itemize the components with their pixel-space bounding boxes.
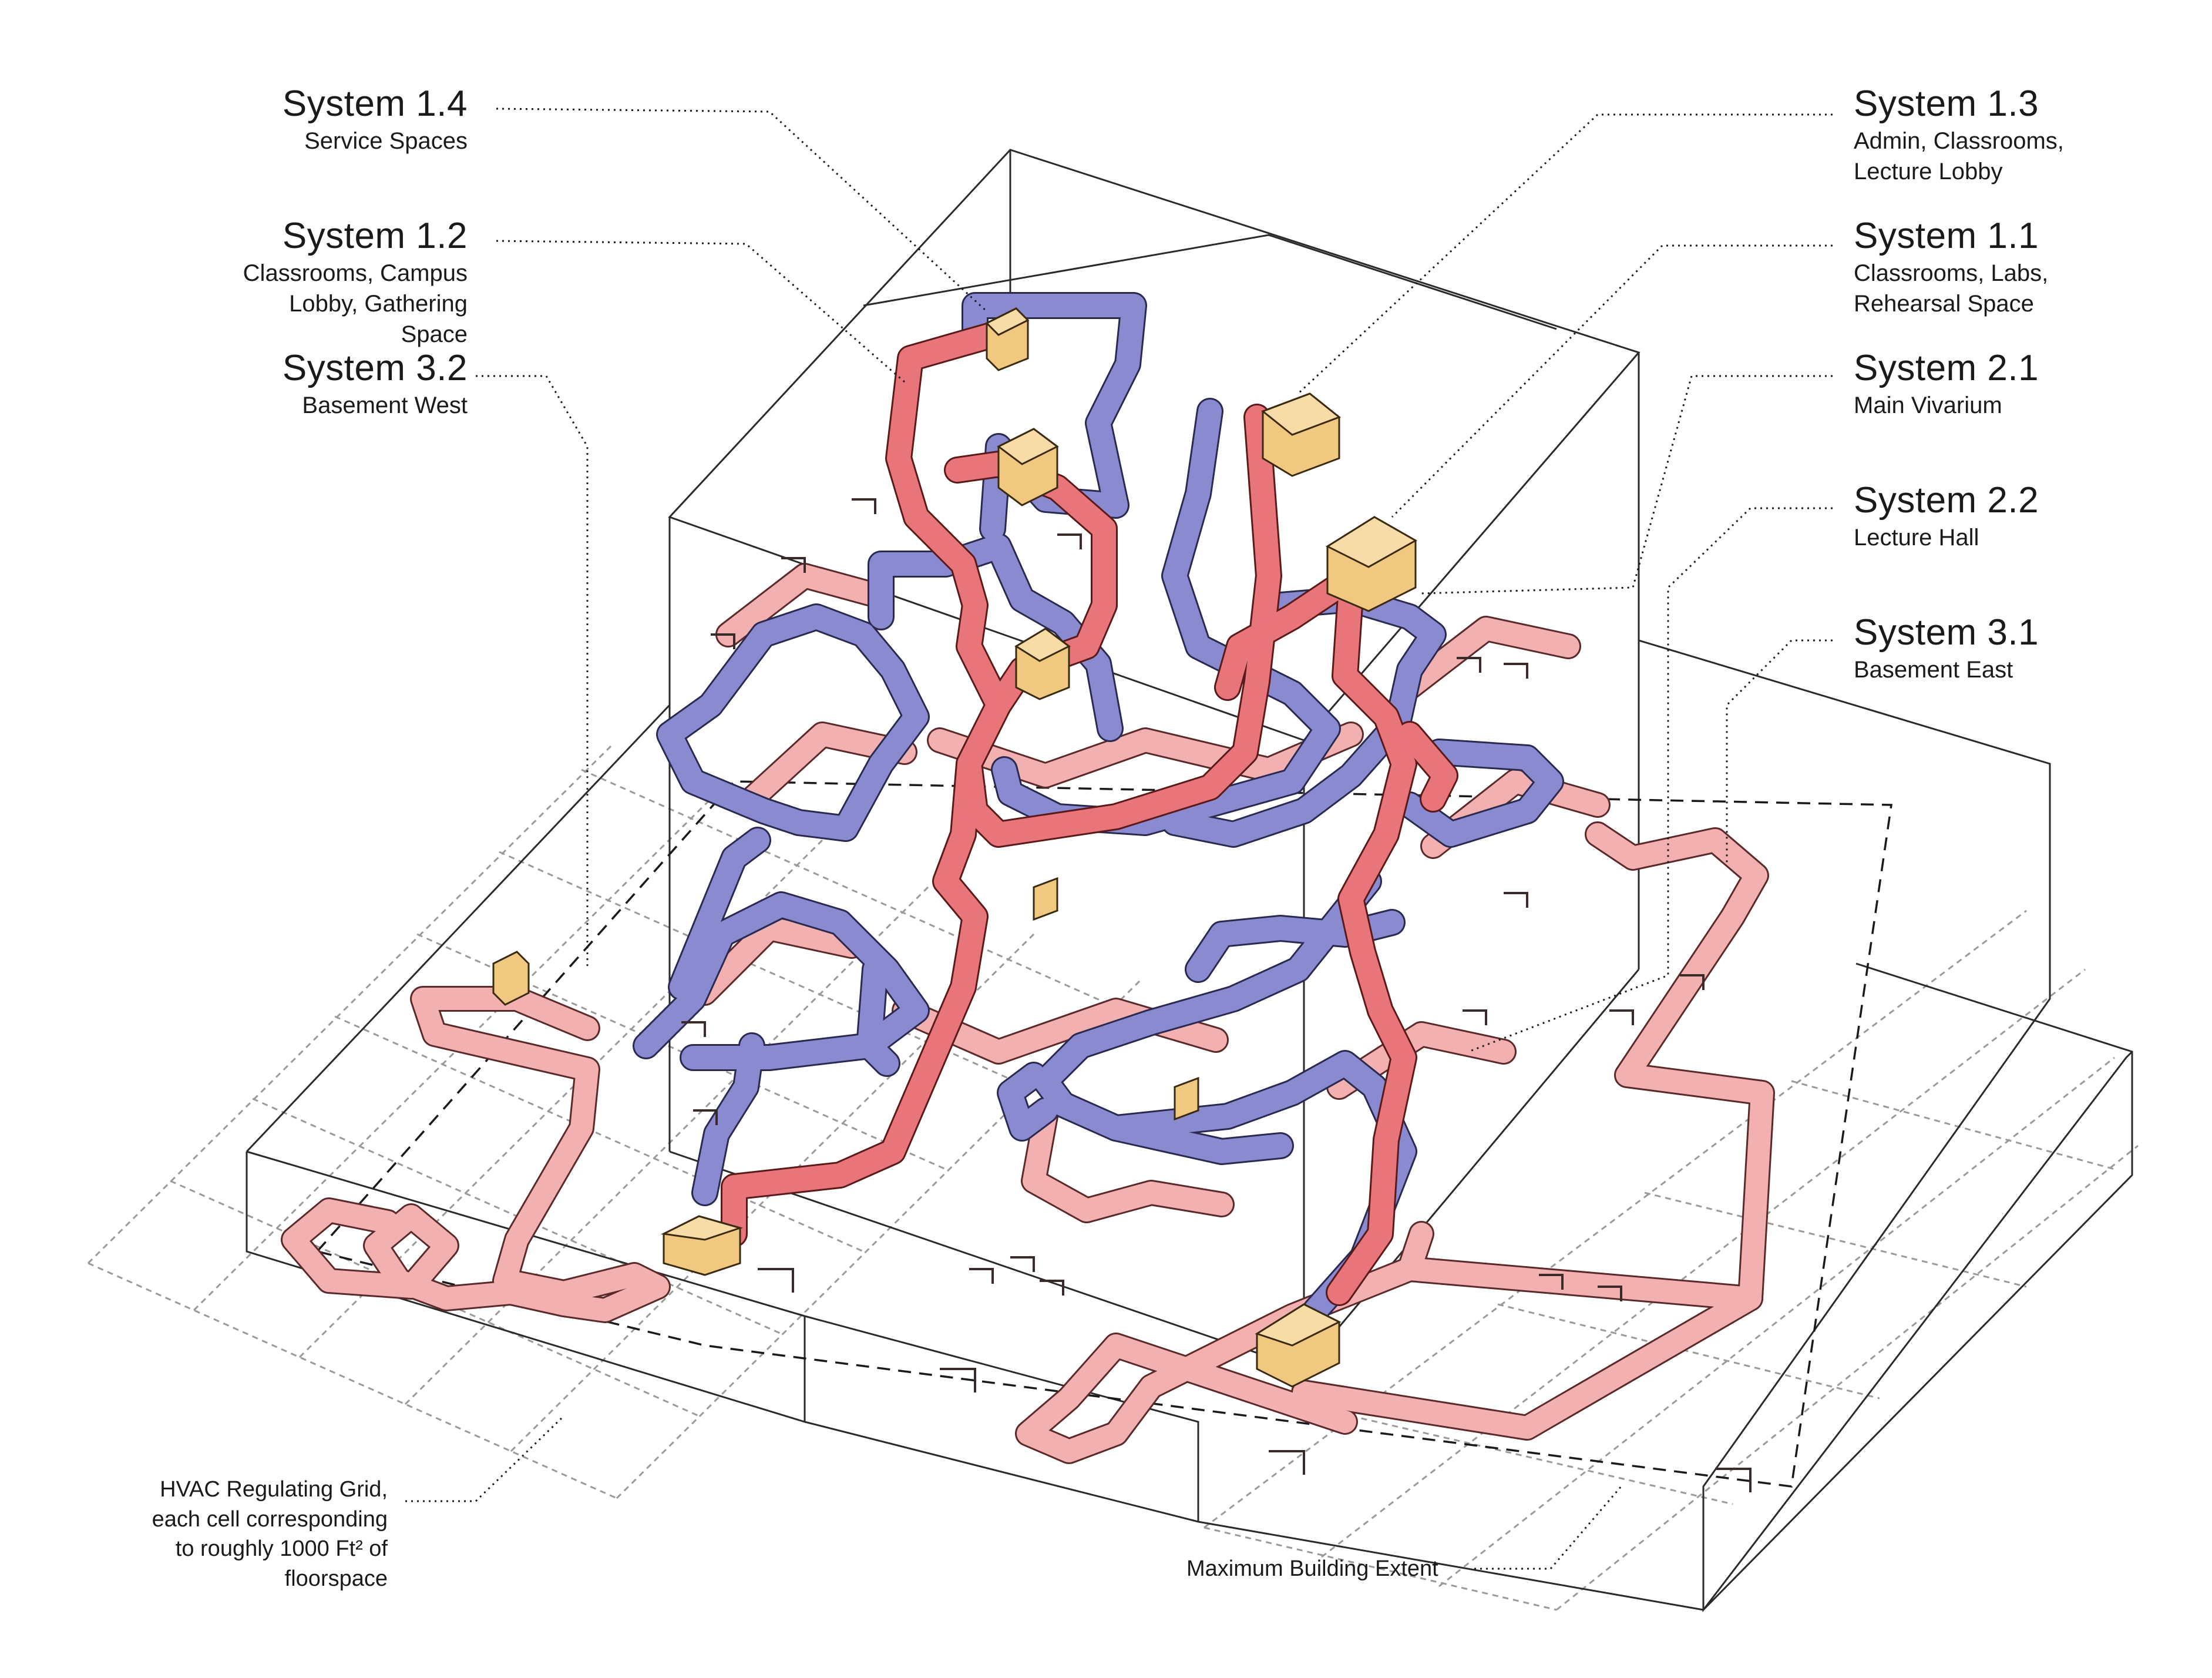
ahu-small-2: [1174, 1076, 1199, 1121]
label-title: System 1.1: [1854, 216, 2039, 256]
label-system-3-1: System 3.1 Basement East: [1854, 611, 2100, 685]
supply-ducts-light: [281, 563, 1775, 1464]
ahu-1-3: [1261, 392, 1341, 477]
label-subtitle: Basement West: [302, 392, 468, 419]
label-subtitle: Classrooms, Labs, Rehearsal Space: [1854, 260, 2049, 317]
note-hvac-regulating-grid: HVAC Regulating Grid, each cell correspo…: [152, 1477, 388, 1591]
label-title: System 1.3: [1854, 83, 2039, 124]
label-subtitle: Basement East: [1854, 657, 2013, 683]
ahu-3-2: [492, 951, 530, 1006]
ahu-top-1-4: [985, 307, 1030, 371]
air-handling-units: [492, 307, 1418, 1388]
label-subtitle: Admin, Classrooms, Lecture Lobby: [1854, 128, 2064, 185]
label-title: System 1.4: [282, 83, 468, 124]
label-system-2-2: System 2.2 Lecture Hall: [1854, 479, 2100, 553]
ahu-mid: [1014, 627, 1071, 700]
label-system-3-2: System 3.2 Basement West: [115, 347, 468, 421]
leader-grid: [405, 1415, 565, 1502]
leader-sys-3-2: [476, 375, 589, 969]
ahu-1-2: [997, 428, 1059, 506]
label-system-1-4: System 1.4 Service Spaces: [115, 82, 468, 156]
label-subtitle: Main Vivarium: [1854, 392, 2002, 419]
label-subtitle: Service Spaces: [304, 128, 468, 155]
leader-extent: [1474, 1486, 1622, 1570]
label-title: System 2.2: [1854, 480, 2039, 521]
label-title: System 3.2: [282, 348, 468, 388]
leader-sys-1-2: [496, 240, 905, 383]
label-system-2-1: System 2.1 Main Vivarium: [1854, 347, 2100, 421]
label-system-1-1: System 1.1 Classrooms, Labs, Rehearsal S…: [1854, 214, 2100, 319]
label-subtitle: Classrooms, Campus Lobby, Gathering Spac…: [243, 260, 468, 348]
ahu-lower-east: [1255, 1303, 1342, 1388]
label-title: System 1.2: [282, 216, 468, 256]
label-title: System 3.1: [1854, 612, 2039, 653]
leader-sys-1-4: [496, 108, 988, 313]
label-system-1-2: System 1.2 Classrooms, Campus Lobby, Gat…: [115, 214, 468, 350]
leader-lines: [405, 108, 1833, 1570]
leader-sys-1-3: [1297, 113, 1833, 395]
ahu-1-1: [1325, 516, 1418, 612]
leader-sys-3-1: [1726, 639, 1833, 864]
label-title: System 2.1: [1854, 348, 2039, 388]
duct-stubs: [681, 498, 1752, 1492]
label-system-1-3: System 1.3 Admin, Classrooms, Lecture Lo…: [1854, 82, 2100, 187]
ahu-lower-west: [661, 1215, 744, 1276]
ahu-small-1: [1033, 877, 1058, 921]
label-subtitle: Lecture Hall: [1854, 525, 1979, 551]
leader-sys-2-1: [1421, 375, 1833, 595]
leader-sys-1-1: [1391, 244, 1833, 518]
note-maximum-building-extent: Maximum Building Extent: [1186, 1556, 1438, 1581]
